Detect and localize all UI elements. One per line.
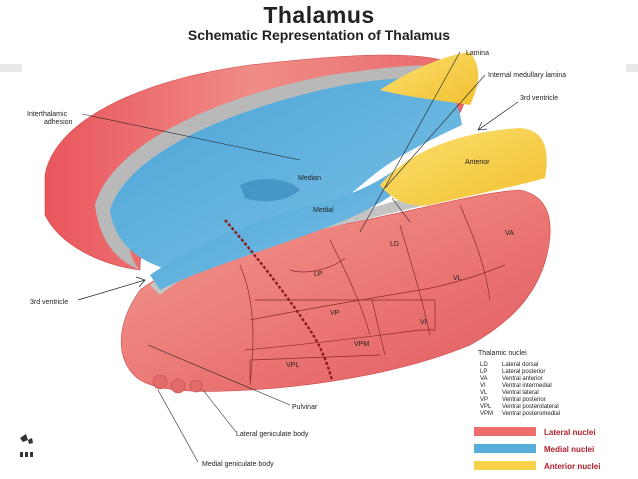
legend-label-medial: Medial nuclei	[544, 445, 594, 454]
nucleus-lp: LP	[314, 271, 323, 278]
key-abbr-0: LD	[480, 362, 488, 368]
legend-swatch-medial	[474, 444, 536, 453]
slide-decor-right	[626, 64, 638, 72]
key-full-1: Lateral posterior	[502, 369, 545, 375]
key-abbr-7: VPM	[480, 411, 493, 417]
key-abbr-6: VPL	[480, 404, 492, 410]
key-abbr-2: VA	[480, 376, 488, 382]
key-abbr-3: VI	[480, 383, 486, 389]
key-full-6: Ventral posterolateral	[502, 404, 559, 410]
nucleus-vl: VL	[453, 275, 462, 282]
key-abbr-5: VP	[480, 397, 488, 403]
key-full-0: Lateral dorsal	[502, 362, 538, 368]
legend-swatch-lateral	[474, 427, 536, 436]
label-internal-medullary-lamina: Internal medullary lamina	[488, 72, 566, 79]
key-abbr-1: LP	[480, 369, 487, 375]
back-thalamus-medial-region	[110, 78, 462, 270]
legend-label-lateral: Lateral nuclei	[544, 428, 596, 437]
geniculate-bumps	[152, 374, 203, 394]
nucleus-anterior: Anterior	[465, 159, 490, 166]
key-full-2: Ventral anterior	[502, 376, 543, 382]
nucleus-vpl: VPL	[286, 362, 299, 369]
key-heading: Thalamic nuclei	[478, 350, 527, 357]
page-title: Thalamus	[263, 2, 375, 28]
leader-lines	[81, 51, 486, 463]
nuclei-boundaries	[239, 204, 506, 386]
label-interthalamic-2: adhesion	[44, 119, 73, 126]
nucleus-medial: Medial	[313, 207, 334, 214]
nucleus-vi: VI	[420, 319, 427, 326]
interthalamic-adhesion-groove	[240, 178, 300, 202]
nucleus-median: Median	[298, 175, 321, 182]
key-abbr-4: VL	[480, 390, 488, 396]
colour-legend: Lateral nuclei Medial nuclei Anterior nu…	[474, 427, 600, 471]
legend-swatch-anterior	[474, 461, 536, 470]
back-anterior-region	[380, 52, 479, 105]
front-thalamus-medial-region	[150, 170, 410, 290]
key-full-5: Ventral posterior	[502, 397, 546, 403]
ventricle-arrows	[77, 101, 519, 301]
nucleus-ld: LD	[390, 241, 399, 248]
label-interthalamic-1: Interthalamic	[27, 111, 68, 118]
slide-decor-left	[0, 64, 22, 72]
page-subtitle: Schematic Representation of Thalamus	[187, 27, 451, 43]
label-lateral-geniculate: Lateral geniculate body	[236, 431, 309, 438]
key-full-7: Ventral posteromedial	[502, 411, 560, 417]
label-pulvinar: Pulvinar	[292, 404, 318, 411]
key-full-4: Ventral lateral	[502, 390, 539, 396]
nucleus-va: VA	[505, 230, 514, 237]
nuclei-key: Thalamic nuclei LD Lateral dorsal LP Lat…	[478, 350, 560, 417]
label-3rd-ventricle-top: 3rd ventricle	[520, 95, 558, 102]
label-medial-geniculate: Medial geniculate body	[202, 461, 274, 468]
label-3rd-ventricle-left: 3rd ventricle	[30, 299, 68, 306]
label-lamina: Lamina	[466, 50, 489, 57]
publisher-logo	[20, 434, 33, 457]
front-anterior-region	[380, 128, 547, 206]
legend-label-anterior: Anterior nuclei	[544, 462, 600, 471]
key-full-3: Ventral intermedial	[502, 383, 552, 389]
nucleus-vp: VP	[330, 310, 340, 317]
nucleus-vpm: VPM	[354, 341, 369, 348]
